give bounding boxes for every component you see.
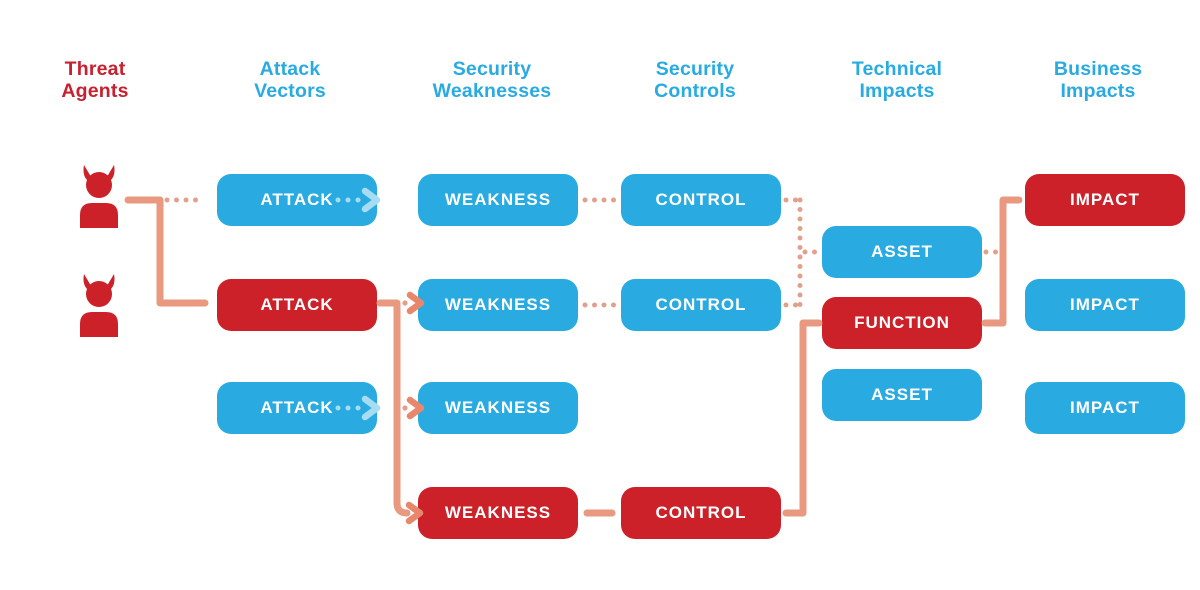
asset-node-2: ASSET xyxy=(822,369,982,421)
line-attack2-branch xyxy=(376,299,411,517)
header-line: Impacts xyxy=(859,80,935,102)
header-line: Impacts xyxy=(1060,80,1136,102)
attack-node-2: ATTACK xyxy=(217,279,377,331)
impact-node-3: IMPACT xyxy=(1025,382,1185,434)
control-node-1: CONTROL xyxy=(621,174,781,226)
impact-node-2: IMPACT xyxy=(1025,279,1185,331)
line-agent-to-attack2 xyxy=(124,196,209,307)
attack-node-1: ATTACK xyxy=(217,174,377,226)
header-line: Weaknesses xyxy=(432,80,552,102)
devil-icon xyxy=(80,165,118,228)
asset-node-1: ASSET xyxy=(822,226,982,278)
weakness-node-1: WEAKNESS xyxy=(418,174,578,226)
arrow-dot xyxy=(402,405,408,411)
header-line: Controls xyxy=(654,80,736,102)
impact-node-1: IMPACT xyxy=(1025,174,1185,226)
arrow-dot xyxy=(402,300,408,306)
header-line: Threat xyxy=(64,58,126,80)
weakness-node-4: WEAKNESS xyxy=(418,487,578,539)
devil-icon xyxy=(80,274,118,337)
weakness-node-2: WEAKNESS xyxy=(418,279,578,331)
control-node-2: CONTROL xyxy=(621,279,781,331)
header-line: Technical xyxy=(851,58,943,80)
devil-person-icon xyxy=(76,273,122,337)
header-line: Security xyxy=(655,58,735,80)
control-node-4: CONTROL xyxy=(621,487,781,539)
line-control4-to-function xyxy=(782,319,823,517)
header-line: Business xyxy=(1053,58,1143,80)
attack-node-3: ATTACK xyxy=(217,382,377,434)
function-node: FUNCTION xyxy=(822,297,982,349)
header-line: Security xyxy=(452,58,532,80)
header-line: Agents xyxy=(61,80,129,102)
devil-person-icon xyxy=(76,164,122,228)
line-function-to-impact1 xyxy=(981,196,1023,327)
weakness-node-3: WEAKNESS xyxy=(418,382,578,434)
header-line: Vectors xyxy=(254,80,326,102)
header-line: Attack xyxy=(259,58,321,80)
